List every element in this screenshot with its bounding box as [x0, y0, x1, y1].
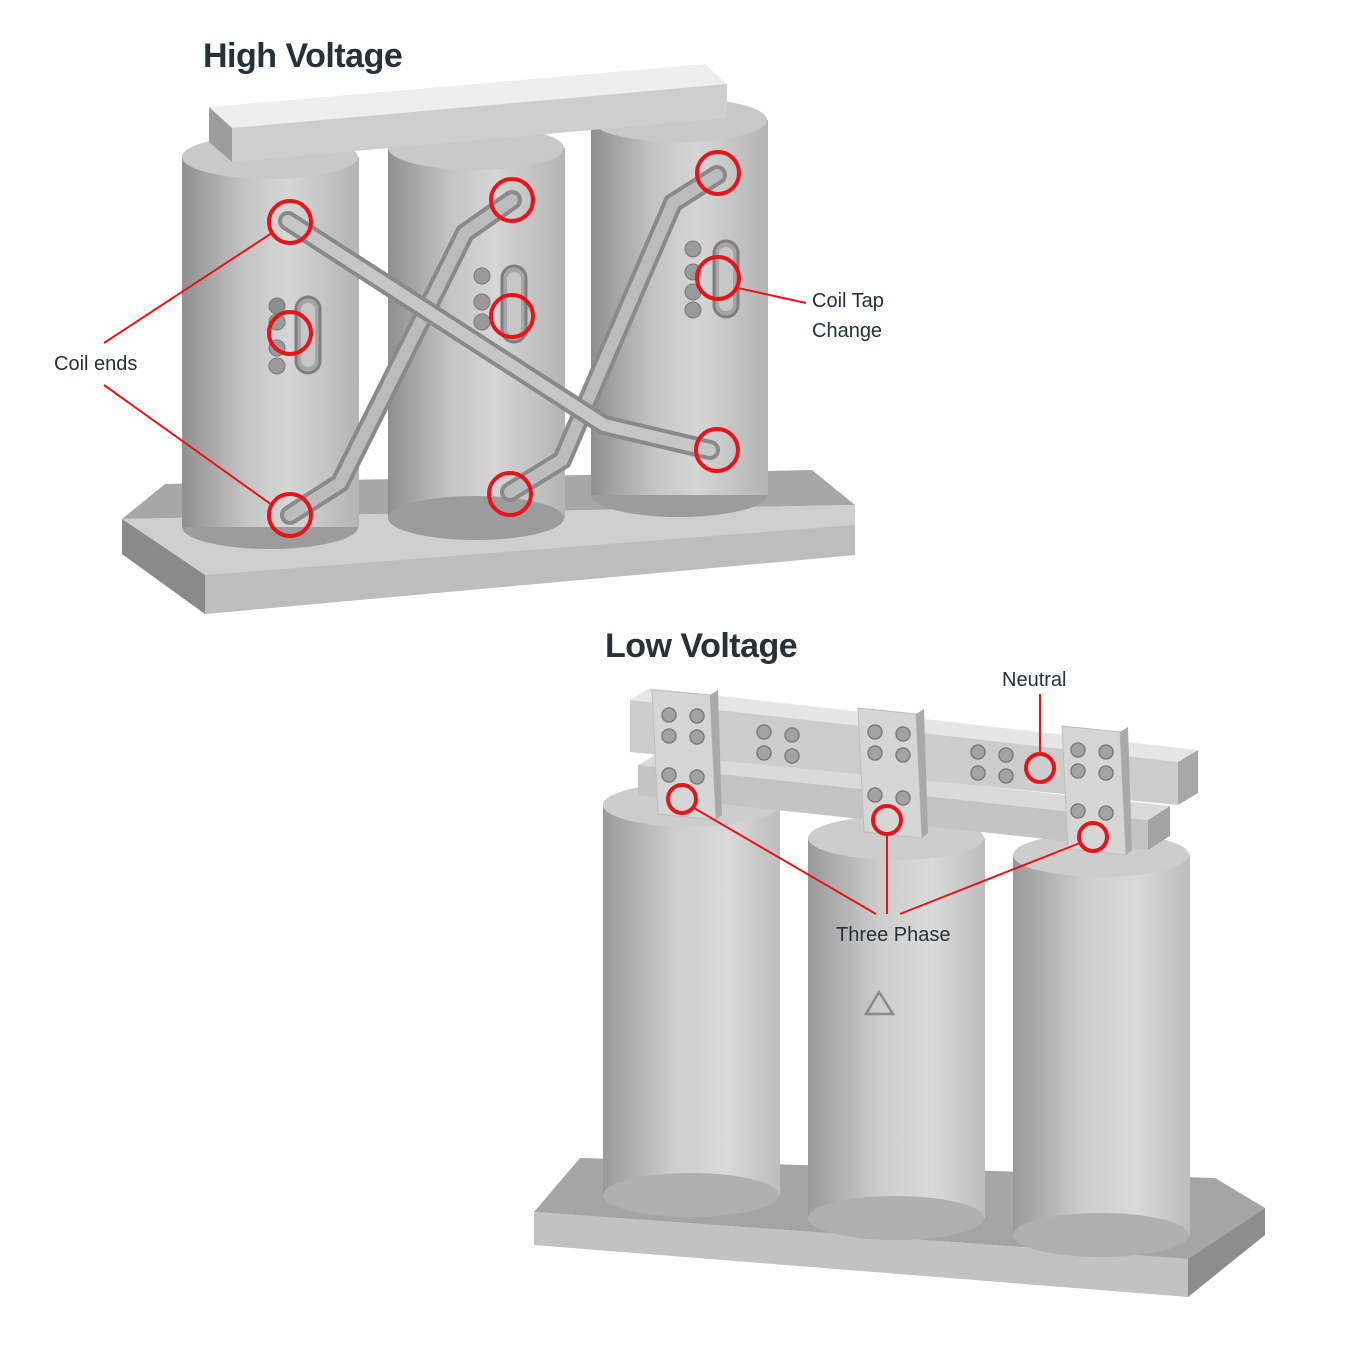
hv-leader-lines — [103, 232, 807, 506]
hv-connection-bars — [278, 165, 727, 525]
hv-terminal-marker — [487, 471, 533, 517]
label-coil-tap-line2: Change — [812, 320, 882, 342]
lv-bolts — [661, 707, 1114, 821]
hv-coil-end-marker-top — [267, 199, 313, 245]
hv-terminal-marker — [694, 427, 740, 473]
lv-coil-middle — [808, 816, 985, 1240]
lv-terminal-plate-middle — [857, 707, 928, 839]
hv-tap-marker — [489, 293, 535, 339]
lv-leader-lines — [693, 694, 1081, 915]
lv-terminal-plate-left — [651, 689, 722, 821]
hv-terminal-marker — [489, 177, 535, 223]
label-neutral: Neutral — [1002, 669, 1066, 691]
hv-coil-end-marker-bottom — [267, 492, 313, 538]
lv-phase-marker-right — [1077, 821, 1109, 853]
label-three-phase: Three Phase — [836, 924, 951, 946]
lv-coil-left — [603, 783, 780, 1217]
lv-coil-right — [1013, 833, 1190, 1257]
lv-phase-marker-left — [666, 783, 698, 815]
hv-terminal-marker — [695, 150, 741, 196]
high-voltage-title: High Voltage — [203, 37, 402, 75]
low-voltage-transformer: Low Voltage — [534, 627, 1265, 1297]
hv-tap-marker — [267, 310, 313, 356]
label-coil-tap-line1: Coil Tap — [812, 290, 884, 312]
label-coil-ends: Coil ends — [54, 353, 137, 375]
high-voltage-transformer: High Voltage — [54, 37, 884, 614]
hv-tap-marker — [695, 255, 741, 301]
hv-top-beam — [209, 64, 727, 162]
triangle-outline-icon — [863, 989, 896, 1016]
hv-highlight-circles — [267, 150, 741, 538]
low-voltage-title: Low Voltage — [605, 627, 797, 665]
hv-tap-terminals-middle — [473, 264, 528, 344]
